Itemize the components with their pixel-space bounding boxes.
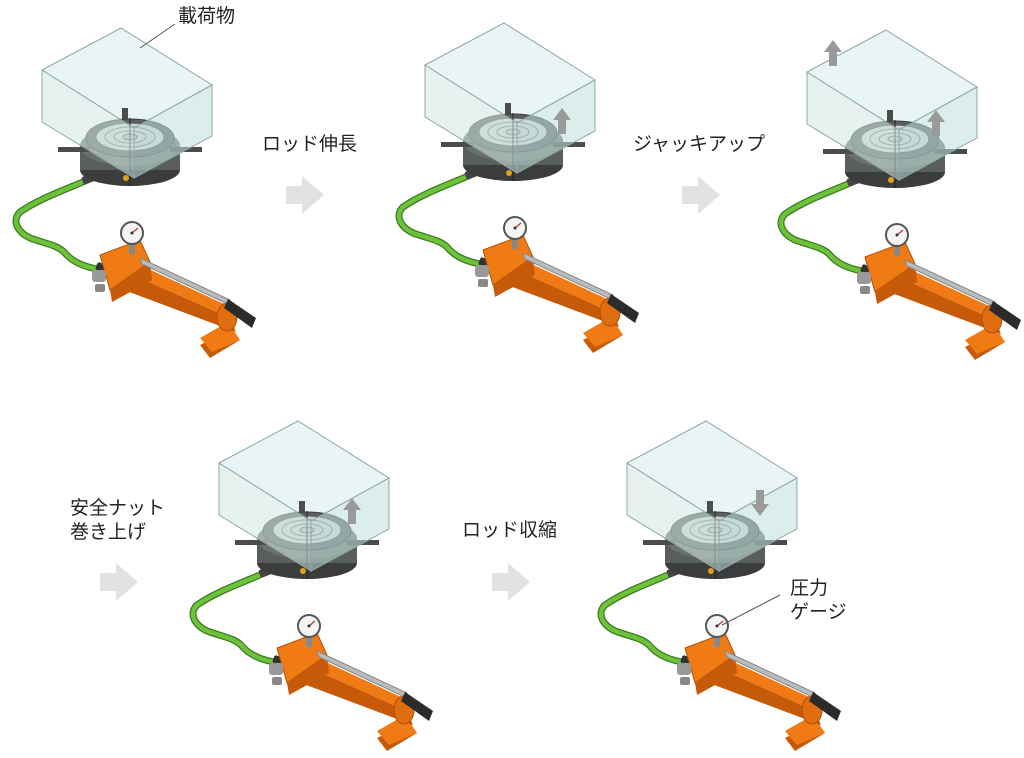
rod-extend-label: ロッド伸長 [262, 133, 358, 155]
jack-up-label: ジャッキアップ [633, 133, 766, 155]
safety-nut-label-line2: 巻き上げ [70, 521, 147, 543]
step-4-safety-nut [193, 421, 433, 751]
step-2-rod-extend [399, 23, 639, 353]
step-3-jack-up [781, 30, 1021, 360]
rod-retract-label: ロッド収縮 [462, 519, 558, 541]
right-arrow-icon [492, 563, 530, 601]
right-arrow-icon [682, 176, 720, 214]
pressure-gauge-label-line1: 圧力 [790, 577, 829, 599]
right-arrow-icon [286, 176, 324, 214]
step-1-initial [16, 23, 256, 358]
load-leader-line [139, 23, 176, 49]
load-label: 載荷物 [178, 5, 236, 27]
safety-nut-label-line1: 安全ナット [70, 497, 166, 519]
right-arrow-icon [100, 563, 138, 601]
step-5-rod-retract [601, 421, 841, 751]
pressure-gauge-label-line2: ゲージ [790, 601, 847, 623]
gauge-leader-line [721, 594, 781, 626]
